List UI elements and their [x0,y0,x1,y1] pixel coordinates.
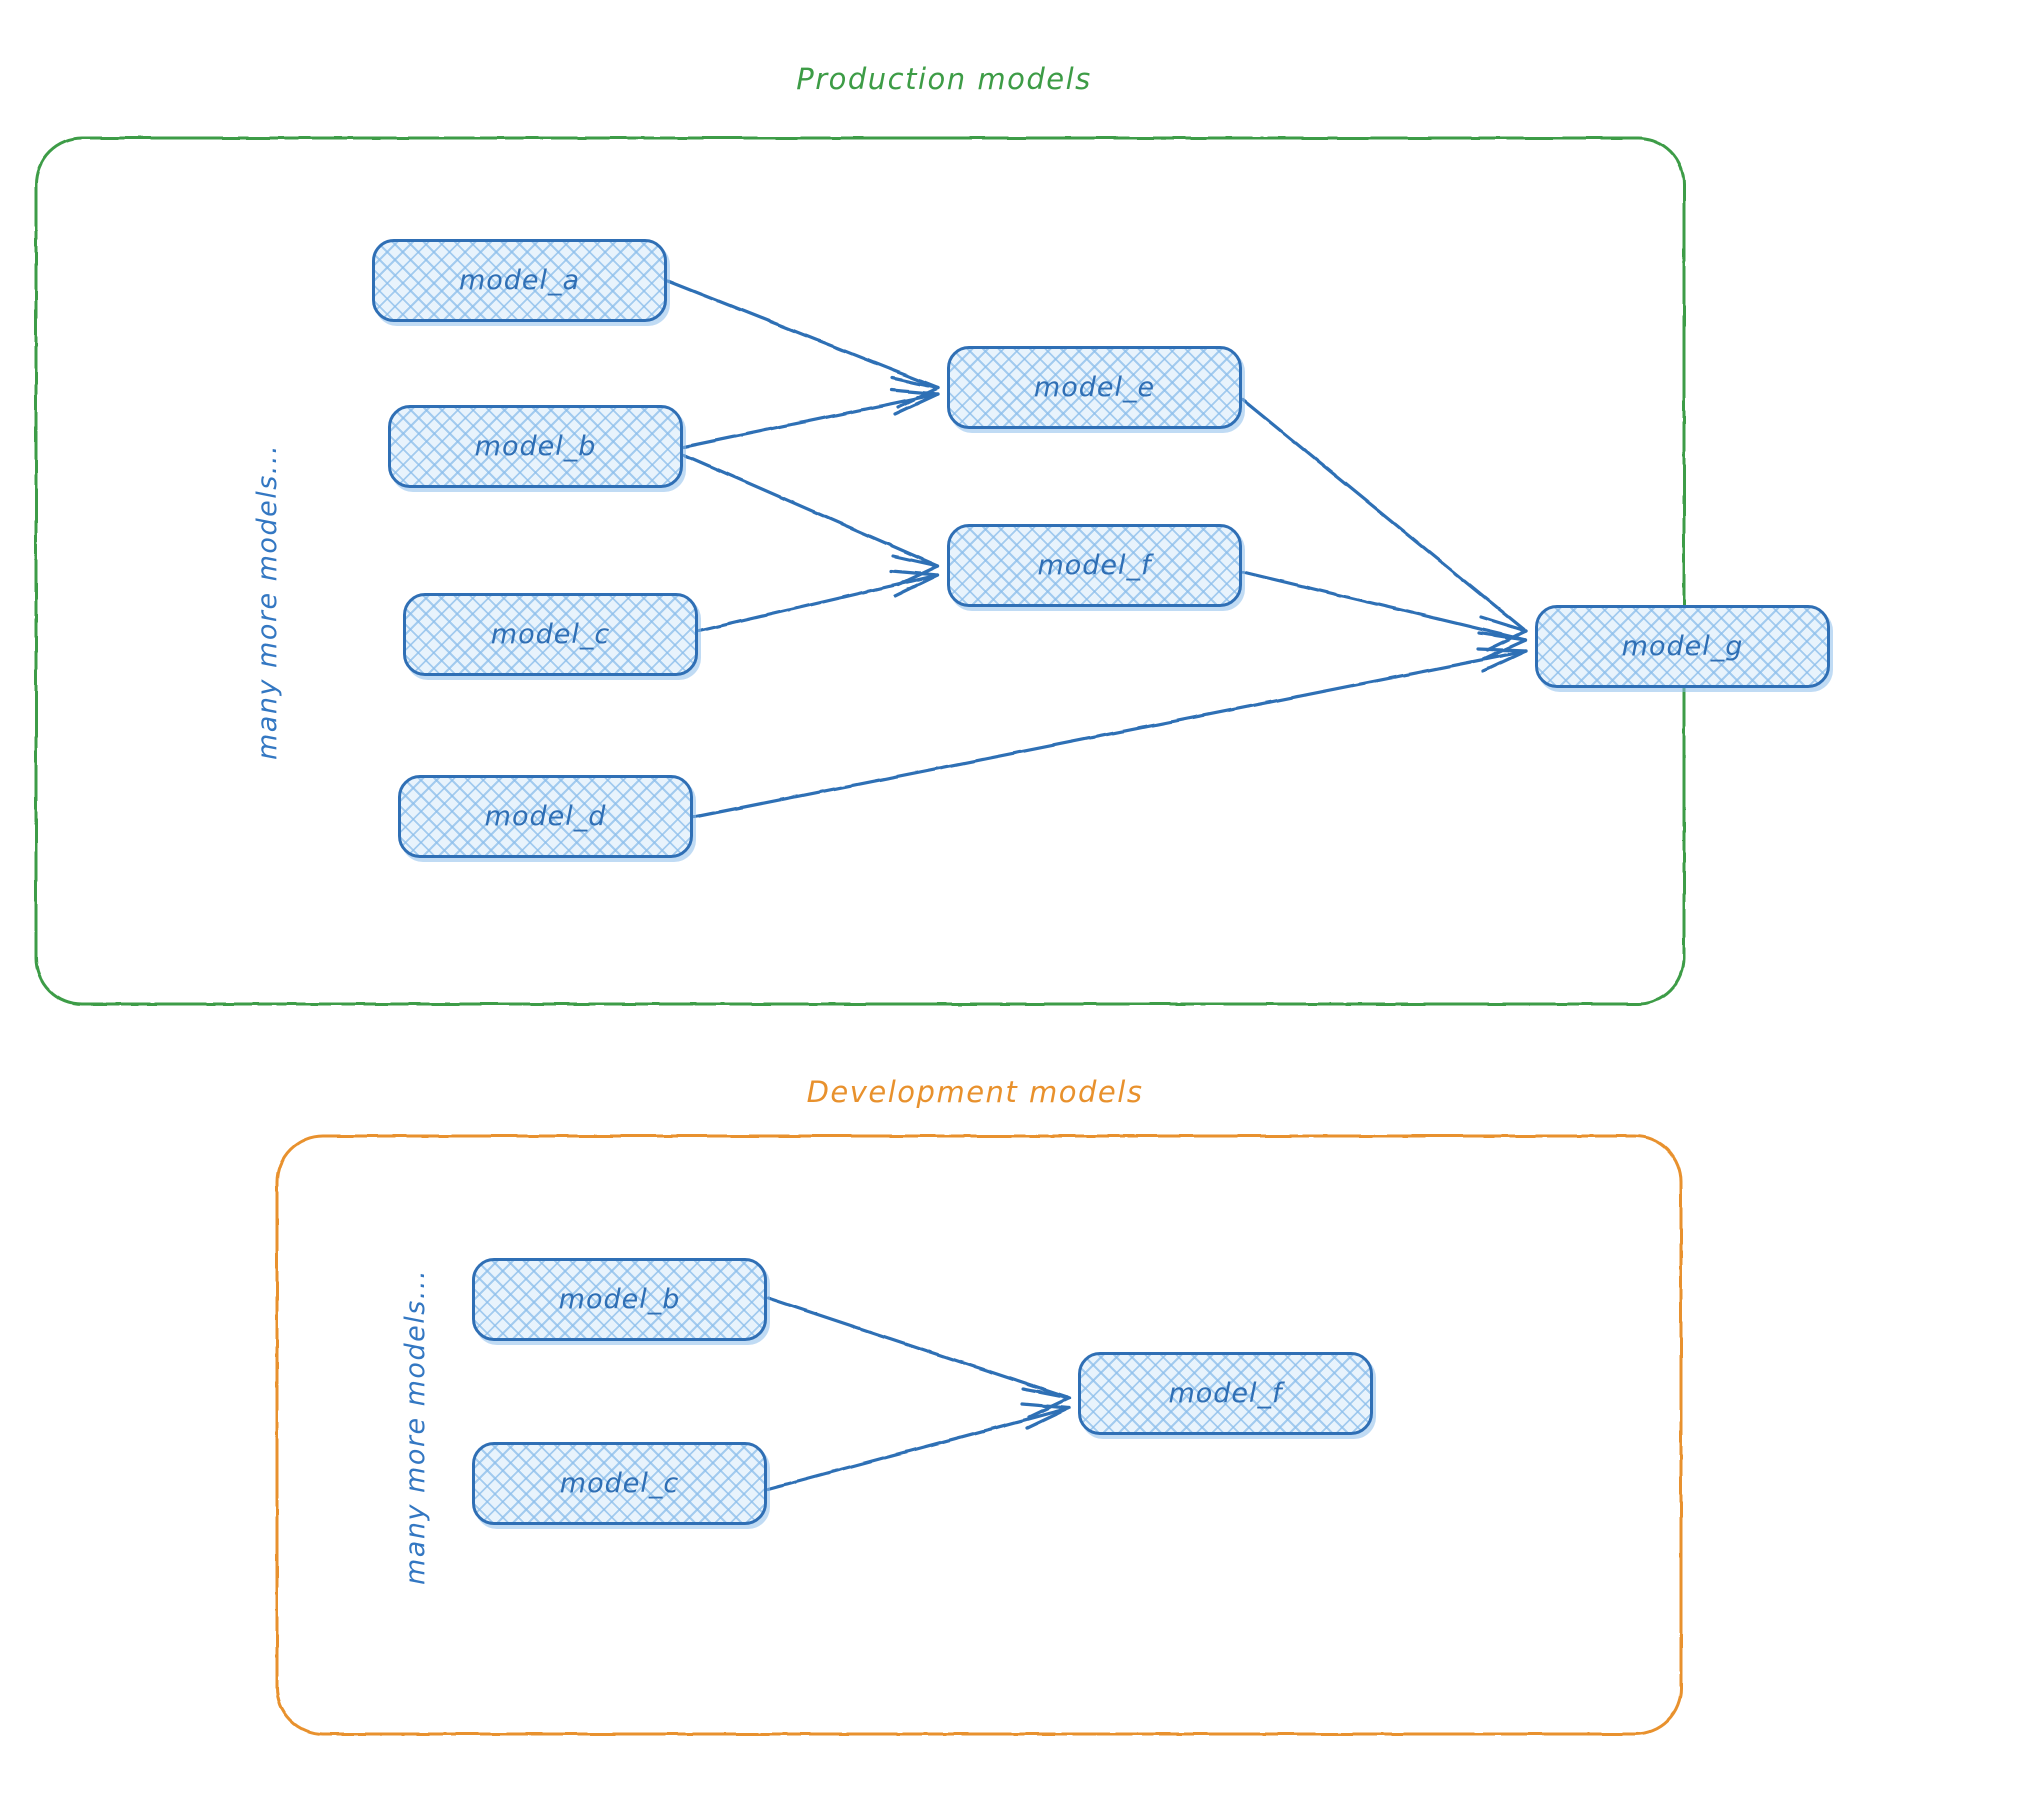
production-edges [666,279,1528,819]
node-label: model_a [458,265,581,296]
node-label: model_e [1033,372,1156,403]
node-model-d[interactable]: model_d [398,775,693,858]
edge-model-b-to-model-e [682,388,940,449]
node-label: model_d [484,801,607,832]
edge-model-c-to-model-f [697,569,940,633]
node-dev-model-c[interactable]: model_c [472,1442,767,1525]
node-label: model_b [558,1284,681,1315]
production-group-title: Production models [796,62,1092,96]
development-group-title: Development models [806,1075,1144,1109]
edge-model-b-to-model-f [682,453,940,587]
node-label: model_b [474,431,597,462]
production-many-more-models-note: many more models... [252,443,283,760]
node-model-a[interactable]: model_a [372,239,667,322]
edge-dev-model-b-to-model-f [766,1296,1071,1419]
development-group-frame [275,1134,1683,1736]
node-label: model_f [1037,550,1152,581]
node-label: model_f [1168,1378,1283,1409]
edge-model-a-to-model-e [666,279,940,409]
edge-dev-model-c-to-model-f [766,1402,1071,1491]
production-group-frame [34,136,1686,1006]
edge-model-f-to-model-g [1241,570,1528,661]
node-label: model_c [559,1468,680,1499]
node-dev-model-f[interactable]: model_f [1078,1352,1373,1435]
node-model-f[interactable]: model_f [947,524,1242,607]
node-model-e[interactable]: model_e [947,346,1242,429]
node-dev-model-b[interactable]: model_b [472,1258,767,1341]
edge-model-d-to-model-g [692,647,1528,819]
development-many-more-models-note: many more models... [400,1268,431,1585]
edge-model-e-to-model-g [1241,398,1528,652]
node-label: model_c [490,619,611,650]
node-model-b[interactable]: model_b [388,405,683,488]
node-label: model_g [1621,631,1744,662]
node-model-g[interactable]: model_g [1535,605,1830,688]
development-edges [766,1296,1071,1491]
node-model-c[interactable]: model_c [403,593,698,676]
